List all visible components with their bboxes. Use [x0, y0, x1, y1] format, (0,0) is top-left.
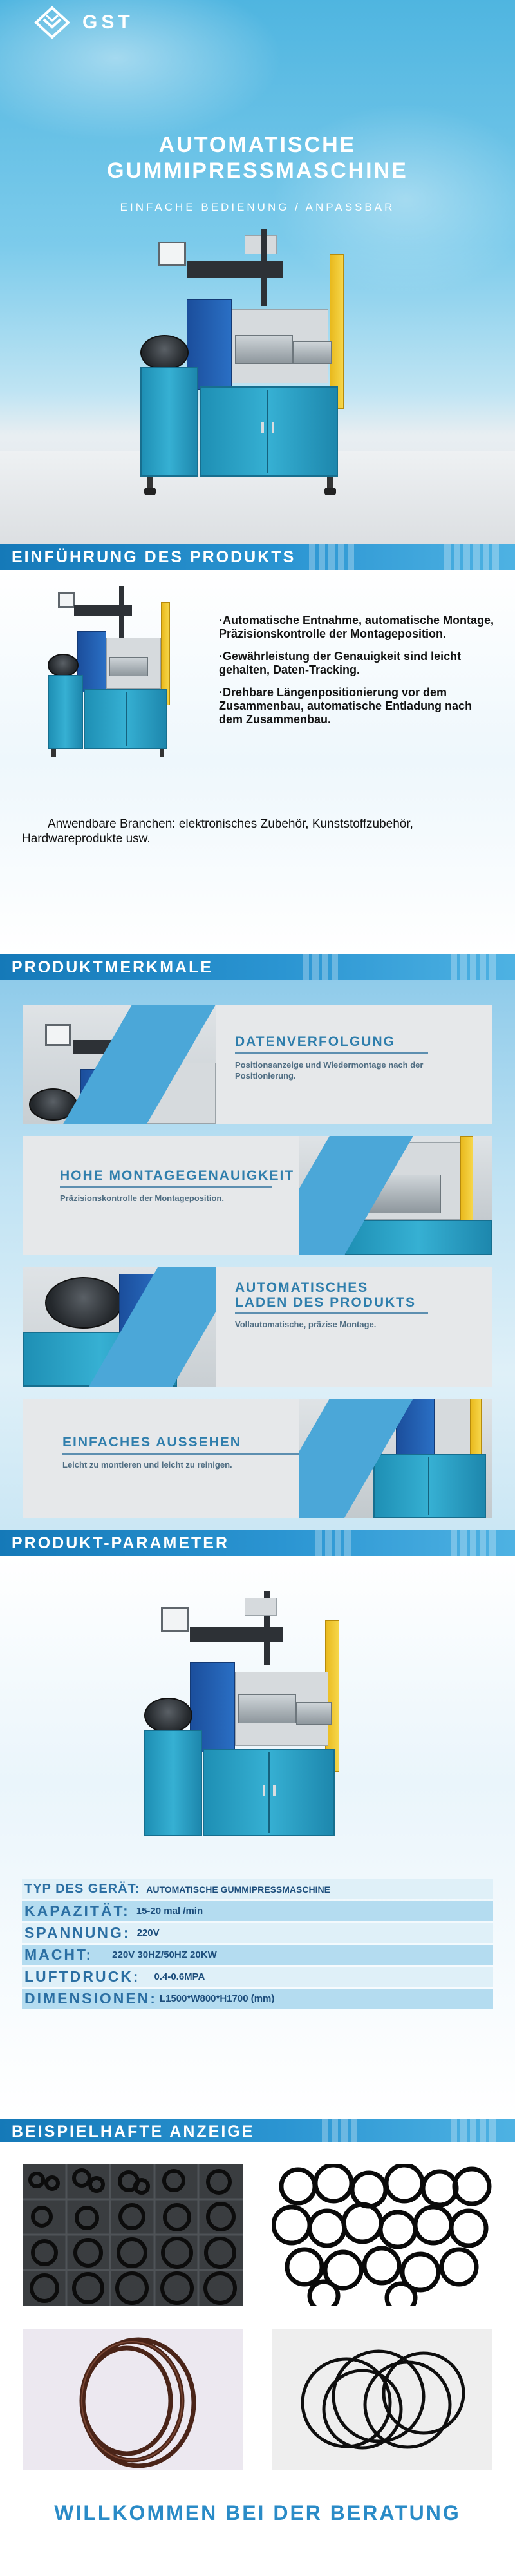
- section-title-display: BEISPIELHAFTE ANZEIGE: [12, 2123, 255, 2141]
- hero-title: AUTOMATISCHE GUMMIPRESSMASCHINE: [0, 132, 515, 184]
- welcome-consultation-text: WILLKOMMEN BEI DER BERATUNG: [54, 2501, 461, 2524]
- sample-photo-large-black-orings: [272, 2329, 492, 2470]
- params-row-type: TYP DES GERÄT: AUTOMATISCHE GUMMIPRESSMA…: [22, 1879, 493, 1899]
- feature-title-line2: LADEN DES PRODUKTS: [235, 1295, 417, 1310]
- feature-card-data-tracking: DATENVERFOLGUNG Positionsanzeige und Wie…: [23, 1005, 492, 1124]
- params-row-power: MACHT: 220V 30HZ/50HZ 20KW: [22, 1945, 493, 1965]
- brand-logo: GST: [33, 6, 134, 39]
- intro-bullet-list: ·Automatische Entnahme, automatische Mon…: [219, 614, 496, 735]
- gst-logo-icon: [34, 6, 70, 39]
- feature-title: EINFACHES AUSSEHEN: [62, 1435, 241, 1450]
- hero-machine-image: [135, 229, 367, 499]
- brown-orings-illustration: [79, 2337, 196, 2468]
- sample-photo-black-orings: [272, 2164, 492, 2306]
- feature-card-simple-look: EINFACHES AUSSEHEN Leicht zu montieren u…: [23, 1399, 492, 1518]
- params-machine-image: [142, 1591, 360, 1849]
- hero-title-line2: GUMMIPRESSMASCHINE: [107, 158, 408, 183]
- params-row-dimensions: DIMENSIONEN: L1500*W800*H1700 (mm): [22, 1989, 493, 2009]
- large-black-orings-illustration: [301, 2349, 465, 2450]
- param-value: 220V: [136, 1927, 160, 1938]
- section-title-params: PRODUKT-PARAMETER: [12, 1534, 230, 1552]
- display-section: WILLKOMMEN BEI DER BERATUNG: [0, 2142, 515, 2576]
- intro-branches-text: Anwendbare Branchen: elektronisches Zube…: [22, 817, 413, 846]
- feature-image: [23, 1005, 216, 1124]
- param-value: 15-20 mal /min: [136, 1906, 203, 1917]
- section-title-intro: EINFÜHRUNG DES PRODUKTS: [12, 548, 296, 566]
- param-value: 220V 30HZ/50HZ 20KW: [112, 1949, 217, 1960]
- feature-card-precision: HOHE MONTAGEGENAUIGKEIT Präzisionskontro…: [23, 1136, 492, 1255]
- intro-bullet: ·Drehbare Längenpositionierung vor dem Z…: [219, 686, 473, 726]
- oring-kit-illustration: [23, 2164, 243, 2306]
- feature-image: [23, 1267, 216, 1387]
- brand-name: GST: [82, 12, 134, 33]
- feature-card-auto-loading: AUTOMATISCHES LADEN DES PRODUKTS Vollaut…: [23, 1267, 492, 1387]
- feature-title: AUTOMATISCHES LADEN DES PRODUKTS: [235, 1280, 416, 1310]
- param-label: MACHT:: [24, 1946, 93, 1963]
- param-label: LUFTDRUCK:: [24, 1968, 140, 1985]
- hero-subtitle: EINFACHE BEDIENUNG / ANPASSBAR: [120, 201, 395, 213]
- param-label: DIMENSIONEN:: [24, 1990, 157, 2007]
- section-bar-params: PRODUKT-PARAMETER: [0, 1530, 515, 1556]
- feature-image: [299, 1136, 492, 1255]
- sample-photo-brown-orings: [23, 2329, 243, 2470]
- feature-title: DATENVERFOLGUNG: [235, 1034, 395, 1049]
- intro-bullet: ·Automatische Entnahme, automatische Mon…: [219, 614, 494, 640]
- params-table: TYP DES GERÄT: AUTOMATISCHE GUMMIPRESSMA…: [22, 1879, 493, 2011]
- feature-desc: Leicht zu montieren und leicht zu reinig…: [62, 1460, 232, 1470]
- section-bar-display: BEISPIELHAFTE ANZEIGE: [0, 2119, 515, 2145]
- param-value: 0.4-0.6MPA: [154, 1971, 205, 1982]
- feature-desc: Präzisionskontrolle der Montageposition.: [60, 1193, 224, 1203]
- param-label: SPANNUNG:: [24, 1924, 131, 1941]
- param-value: L1500*W800*H1700 (mm): [159, 1993, 275, 2004]
- sample-photo-oring-kit: [23, 2164, 243, 2306]
- params-section: TYP DES GERÄT: AUTOMATISCHE GUMMIPRESSMA…: [0, 1556, 515, 2119]
- hero-banner: GST AUTOMATISCHE GUMMIPRESSMASCHINE EINF…: [0, 0, 515, 544]
- params-row-voltage: SPANNUNG: 220V: [22, 1923, 493, 1943]
- section-bar-intro: EINFÜHRUNG DES PRODUKTS: [0, 544, 515, 570]
- param-value: AUTOMATISCHE GUMMIPRESSMASCHINE: [146, 1884, 330, 1895]
- params-row-air-pressure: LUFTDRUCK: 0.4-0.6MPA: [22, 1967, 493, 1987]
- feature-image: [299, 1399, 492, 1518]
- feature-desc: Vollautomatische, präzise Montage.: [235, 1320, 377, 1329]
- params-row-capacity: KAPAZITÄT: 15-20 mal /min: [22, 1901, 493, 1921]
- black-orings-illustration: [272, 2164, 492, 2306]
- feature-title: HOHE MONTAGEGENAUIGKEIT: [60, 1168, 295, 1183]
- feature-title-line1: AUTOMATISCHES: [235, 1280, 369, 1295]
- section-bar-features: PRODUKTMERKMALE: [0, 954, 515, 980]
- feature-desc: Positionsanzeige und Wiedermontage nach …: [235, 1060, 424, 1081]
- param-label: TYP DES GERÄT:: [24, 1882, 140, 1896]
- features-section: DATENVERFOLGUNG Positionsanzeige und Wie…: [0, 980, 515, 1542]
- param-label: KAPAZITÄT:: [24, 1902, 130, 1919]
- intro-section: ·Automatische Entnahme, automatische Mon…: [0, 570, 515, 953]
- intro-machine-image: [45, 586, 180, 763]
- intro-bullet: ·Gewährleistung der Genauigkeit sind lei…: [219, 650, 462, 676]
- section-title-features: PRODUKTMERKMALE: [12, 958, 214, 976]
- hero-title-line1: AUTOMATISCHE: [158, 133, 357, 157]
